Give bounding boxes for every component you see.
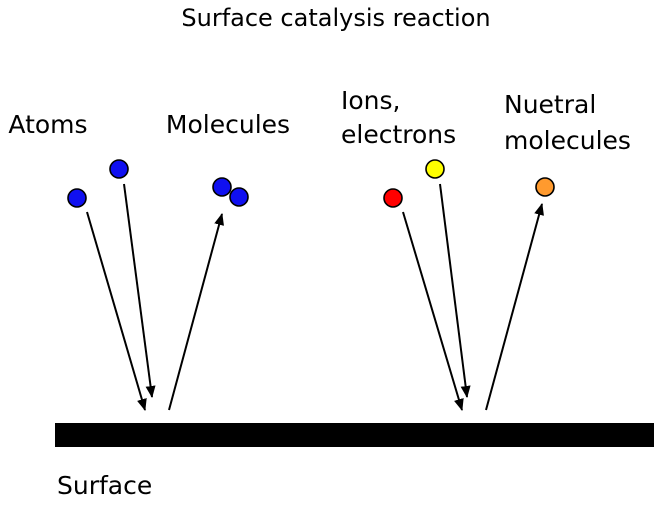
surface-label: Surface (57, 471, 152, 500)
electron-incoming-arrow (439, 183, 471, 398)
atoms-label: Atoms (8, 110, 87, 139)
surface-bar (55, 423, 654, 447)
ion-incoming-arrow (402, 211, 464, 411)
neutral-molecule-outgoing-arrow (485, 203, 544, 411)
atom-particle (109, 159, 129, 179)
atom-particle (67, 188, 87, 208)
ions-label-line2: electrons (341, 120, 456, 149)
molecule-outgoing-arrow (168, 213, 224, 411)
neutral-label-line2: molecules (504, 126, 631, 155)
atom-incoming-arrow (86, 211, 147, 411)
molecules-label: Molecules (166, 110, 290, 139)
neutral-molecule-particle (535, 177, 555, 197)
neutral-label-line1: Nuetral (504, 90, 596, 119)
diagram-title: Surface catalysis reaction (181, 4, 490, 32)
atom-incoming-arrow (123, 183, 156, 398)
ions-label-line1: Ions, (341, 86, 401, 115)
molecule-particle (229, 187, 249, 207)
ion-particle (383, 188, 403, 208)
electron-particle (425, 159, 445, 179)
molecule-particle (212, 177, 232, 197)
